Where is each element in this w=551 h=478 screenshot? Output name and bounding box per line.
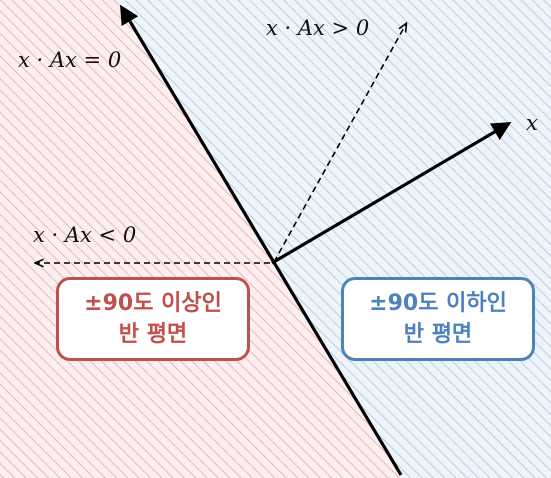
negative-label: x · Ax < 0 [33,223,136,247]
vector-x-arrow [271,122,512,265]
acute-half-plane-box: ±90도 이하인 반 평면 [341,277,535,361]
acute-half-plane-line1: ±90도 이하인 [369,291,507,316]
obtuse-half-plane-line1: ±90도 이상인 [84,291,222,316]
vector-x-label: x [526,111,538,135]
obtuse-half-plane-box: ±90도 이상인 반 평면 [56,277,250,361]
acute-half-plane-line2: 반 평면 [403,322,473,347]
positive-label: x · Ax > 0 [266,16,369,40]
boundary-label: x · Ax = 0 [18,48,121,72]
obtuse-half-plane-line2: 반 평면 [118,322,188,347]
boundary-line [120,4,403,476]
positive-direction-dashed-arrow [273,24,406,263]
